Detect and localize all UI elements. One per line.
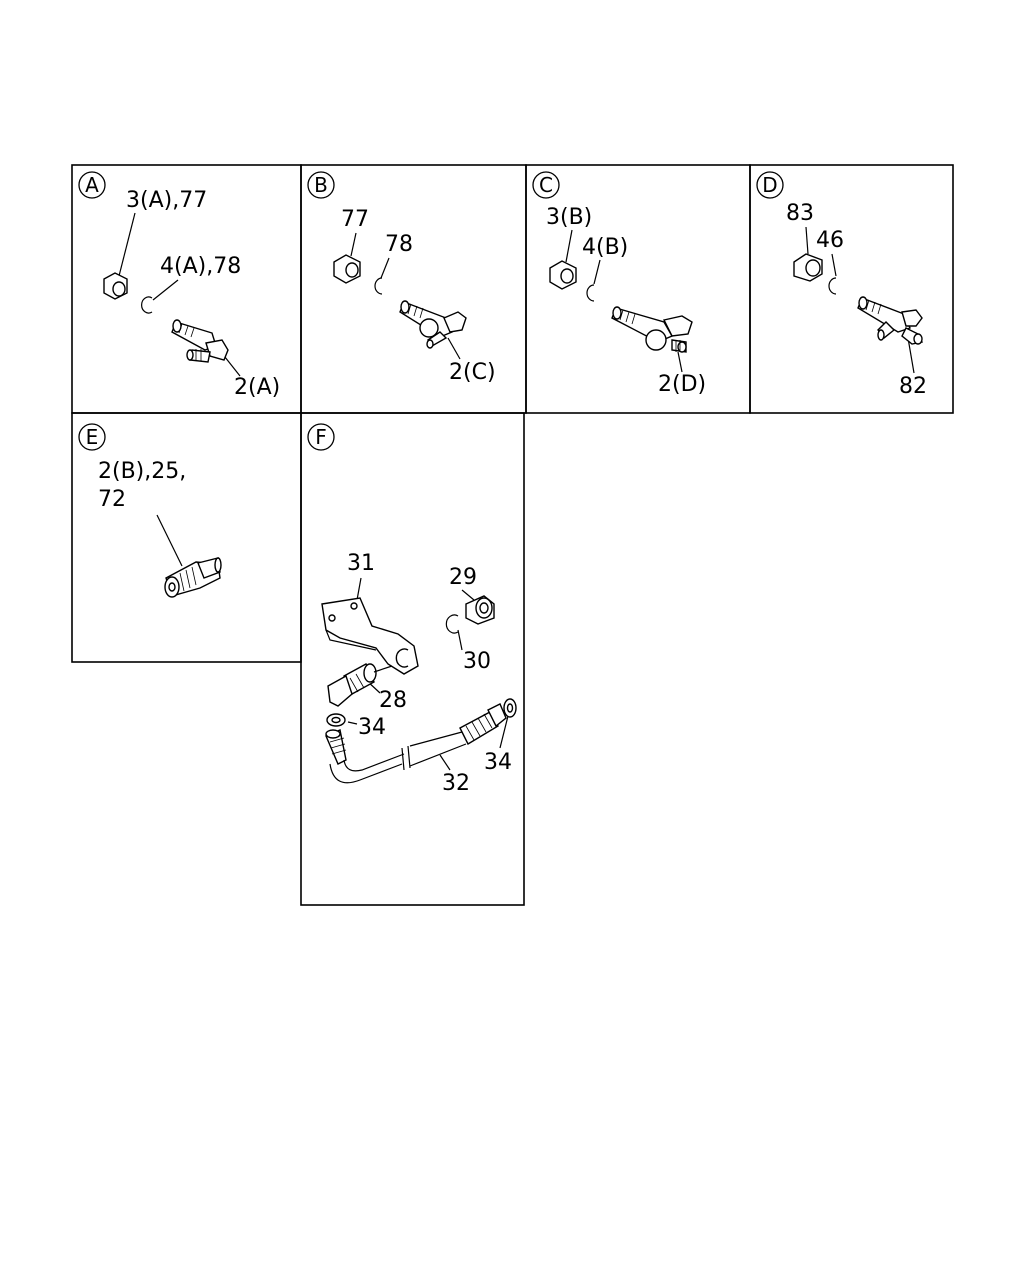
callout-2a: 2(A) <box>234 375 280 400</box>
leader-31 <box>356 577 362 601</box>
leader-30 <box>457 629 463 651</box>
callout-34-left: 34 <box>358 715 386 740</box>
leader-32 <box>439 754 451 771</box>
tee-fitting-icon <box>171 319 229 363</box>
panel-d-border <box>749 164 954 414</box>
callout-46: 46 <box>816 228 844 253</box>
callout-3b: 3(B) <box>546 205 592 230</box>
elbow-fitting-icon <box>327 663 393 707</box>
bracket-icon <box>321 597 419 675</box>
panel-d-badge <box>756 171 784 199</box>
panel-e-border <box>71 412 302 663</box>
hose-icon <box>325 703 507 784</box>
panel-d-badge-label: D <box>762 173 777 197</box>
panel-b-badge-label: B <box>314 173 328 197</box>
panel-c-badge <box>532 171 560 199</box>
tee-fitting-icon <box>857 296 924 345</box>
panel-e: E 2(B),25, 72 <box>78 423 222 598</box>
leader-2b-25-72 <box>156 514 183 567</box>
leader-3a-77 <box>118 212 136 277</box>
leader-4a-78 <box>152 279 179 301</box>
leader-2d <box>677 351 683 373</box>
union-fitting-icon <box>164 557 222 598</box>
nut-icon <box>793 253 823 282</box>
callout-82: 82 <box>899 374 927 399</box>
clip-icon <box>141 296 153 314</box>
leader-83 <box>805 226 809 255</box>
callout-77: 77 <box>341 207 369 232</box>
callout-32: 32 <box>442 771 470 796</box>
panel-e-badge-label: E <box>86 425 99 449</box>
callout-4b: 4(B) <box>582 235 628 260</box>
callout-2b-25: 2(B),25, <box>98 459 186 484</box>
panel-f-badge <box>307 423 335 451</box>
callout-83: 83 <box>786 201 814 226</box>
callout-2d: 2(D) <box>658 372 706 397</box>
panel-f-badge-label: F <box>315 425 327 449</box>
leader-4b <box>593 259 601 285</box>
callout-28: 28 <box>379 688 407 713</box>
panel-f: F 31 29 30 28 34 32 34 <box>307 423 517 796</box>
leader-46 <box>831 253 837 277</box>
tee-fitting-icon <box>399 300 467 349</box>
leader-3b <box>565 229 573 263</box>
leader-2c <box>447 337 461 360</box>
panel-d: D 83 46 82 <box>756 171 927 399</box>
leader-77 <box>350 232 357 257</box>
leader-29 <box>461 589 475 601</box>
nut-icon <box>333 254 361 284</box>
panel-b: B 77 78 2(C) <box>307 171 496 385</box>
callout-72: 72 <box>98 487 126 512</box>
tee-fitting-icon <box>611 306 693 353</box>
clip-icon <box>374 277 383 295</box>
callout-2c: 2(C) <box>449 360 496 385</box>
panel-a-badge <box>78 171 106 199</box>
panel-a: A 3(A),77 4(A),78 2(A) <box>78 171 280 400</box>
panel-c-border <box>525 164 751 414</box>
leader-82 <box>907 337 915 374</box>
clip-icon <box>828 277 837 295</box>
leader-34-right <box>499 715 509 749</box>
clip-icon <box>586 284 595 302</box>
nut-icon <box>103 272 128 300</box>
panel-b-badge <box>307 171 335 199</box>
callout-30: 30 <box>463 649 491 674</box>
callout-34-right: 34 <box>484 750 512 775</box>
panel-c: C 3(B) 4(B) 2(D) <box>532 171 706 397</box>
nut-icon <box>465 595 495 625</box>
callout-78: 78 <box>385 232 413 257</box>
panel-a-badge-label: A <box>85 173 99 197</box>
panel-e-badge <box>78 423 106 451</box>
callout-31: 31 <box>347 551 375 576</box>
panel-f-border <box>300 412 525 906</box>
callout-3a-77: 3(A),77 <box>126 188 207 213</box>
clip-icon <box>445 614 459 634</box>
panel-c-badge-label: C <box>539 173 553 197</box>
callout-29: 29 <box>449 565 477 590</box>
nut-icon <box>549 260 577 290</box>
callout-4a-78: 4(A),78 <box>160 254 241 279</box>
leader-34-left <box>347 721 358 725</box>
leader-78 <box>380 257 390 279</box>
